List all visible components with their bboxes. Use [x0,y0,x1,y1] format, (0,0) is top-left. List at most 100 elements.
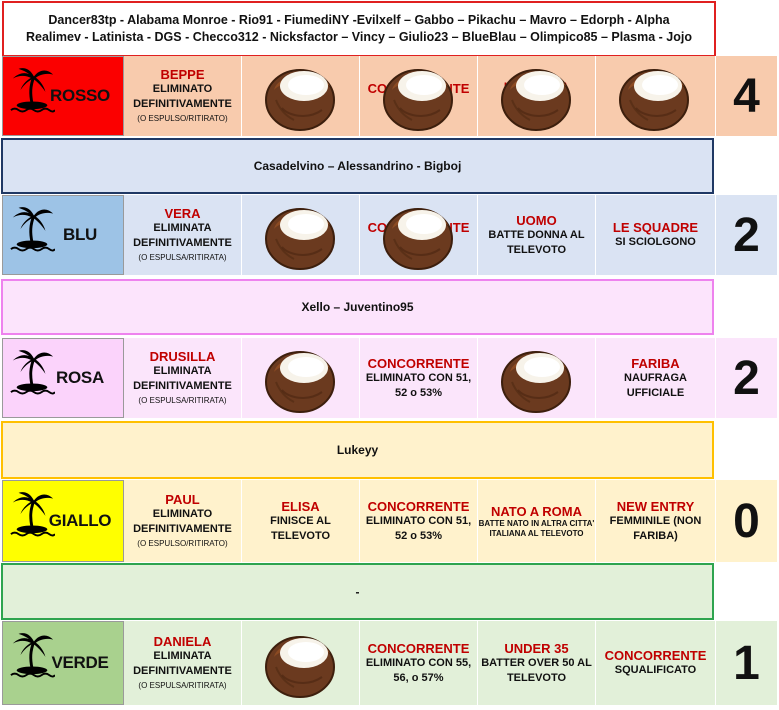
challenge-title: CONCORRENTE [367,498,470,514]
team-label-rosa: ROSA [2,338,124,418]
team-score: 0 [716,480,777,562]
coconut-icon [618,60,690,132]
team-name: BLU [62,225,98,244]
challenge-cell: F...A [242,56,360,136]
challenge-cell: TO...O [596,56,716,136]
challenge-note: (O ESPULSA/RITIRATA) [138,680,227,690]
palm-island-icon [10,633,55,678]
challenge-cell [242,338,360,418]
coconut-icon [264,199,336,271]
alliance-members: Lukeyy [336,443,379,457]
coconut-icon [382,199,454,271]
challenge-title: UNDER 35 [504,640,569,656]
challenge-title: CONCORRENTE [367,355,470,371]
team-name: VERDE [51,653,109,672]
participants-line-2: Realimev - Latinista - DGS - Checco312 -… [26,30,692,44]
challenge-cell: B...50 [478,338,596,418]
challenge-cell: IT...ON N...ABA...MA [478,56,596,136]
challenge-cell [242,621,360,705]
challenge-description: ELIMINATO CON 51, 52 o 53% [365,371,472,399]
challenge-description: BATTE NATO IN ALTRA CITTA' ITALIANA AL T… [478,518,595,538]
challenge-description: ELIMINATO DEFINITIVAMENTE [133,507,232,535]
challenge-description: ELIMINATA DEFINITIVAMENTE [133,364,232,392]
participants-header: Dancer83tp - Alabama Monroe - Rio91 - Fi… [2,1,716,57]
challenge-title: FARIBA [631,355,680,371]
challenge-description: SQUALIFICATO [614,664,697,676]
coconut-icon [264,627,336,699]
challenge-description: BATTER OVER 50 AL TELEVOTO [481,656,592,684]
challenge-title: VERA [164,205,201,221]
team-label-verde: VERDE [2,621,124,705]
palm-island-icon [10,492,55,537]
challenge-description: ELIMINATO DEFINITIVAMENTE [133,82,232,110]
alliance-band: Casadelvino – Alessandrino - Bigboj [1,138,714,194]
team-score: 4 [716,56,777,136]
coconut-icon [500,60,572,132]
team-label-rosso: ROSSO [2,56,124,136]
challenge-title: CONCORRENTE [604,648,707,663]
team-name: ROSSO [50,86,110,105]
challenge-title: NATO A ROMA [491,503,582,519]
alliance-band: Xello – Juventino95 [1,279,714,335]
challenge-description: FINISCE AL TELEVOTO [270,514,331,542]
challenge-title: UOMO [516,212,557,228]
palm-island-icon [10,207,55,252]
team-score: 2 [716,338,777,418]
challenge-note: (O ESPULSO/RITIRATO) [137,538,228,548]
team-score: 1 [716,621,777,705]
palm-island-icon [10,68,55,113]
challenge-title: LE SQUADRE [612,220,699,235]
challenge-description: ELIMINATA DEFINITIVAMENTE [133,649,232,677]
challenge-note: (O ESPULSA/RITIRATA) [138,252,227,262]
challenge-description: NAUFRAGA UFFICIALE [624,371,687,399]
challenge-note: (O ESPULSO/RITIRATO) [137,113,228,123]
alliance-members: Xello – Juventino95 [301,300,414,314]
challenge-description: SI SCIOLGONO [615,236,696,248]
team-score: 2 [716,195,777,275]
challenge-description: BATTE DONNA AL TELEVOTO [488,228,585,256]
coconut-icon [264,342,336,414]
alliance-members: - [355,584,360,599]
team-label-blu: BLU [2,195,124,275]
challenge-title: PAUL [165,491,200,507]
participants-line-1: Dancer83tp - Alabama Monroe - Rio91 - Fi… [48,13,670,27]
challenge-description: ELIMINATA DEFINITIVAMENTE [133,221,232,249]
challenge-title: DRUSILLA [149,348,216,364]
challenge-cell [242,195,360,275]
palm-island-icon [10,350,55,395]
alliance-members: Casadelvino – Alessandrino - Bigboj [253,159,462,173]
alliance-band: Lukeyy [1,421,714,479]
coconut-icon [500,342,572,414]
challenge-title: DANIELA [153,633,212,649]
challenge-title: ELISA [281,498,320,514]
team-label-giallo: GIALLO [2,480,124,562]
team-name: GIALLO [48,511,112,530]
challenge-title: BEPPE [160,66,205,82]
coconut-icon [264,60,336,132]
challenge-description: ELIMINATO CON 55, 56, o 57% [365,656,472,684]
alliance-band: - [1,563,714,620]
coconut-icon [382,60,454,132]
challenge-title: CONCORRENTE [367,640,470,656]
challenge-description: ELIMINATO CON 51, 52 o 53% [365,514,472,542]
team-name: ROSA [56,368,104,387]
challenge-note: (O ESPULSA/RITIRATA) [138,395,227,405]
challenge-title: NEW ENTRY [616,498,695,514]
